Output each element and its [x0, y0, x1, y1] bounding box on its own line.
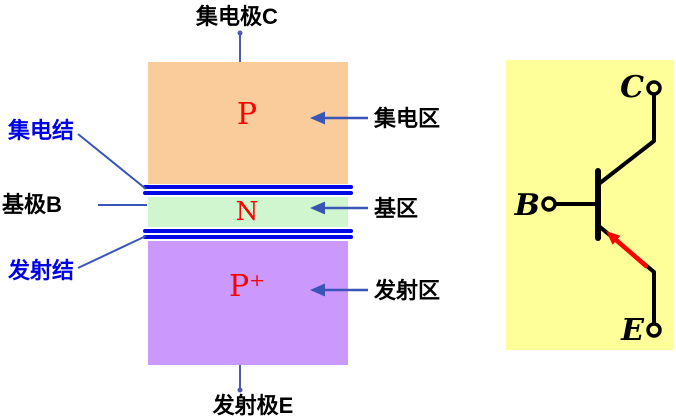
symbol-emitter-label: E — [620, 313, 645, 348]
collector-junction-label: 集电结 — [7, 118, 74, 143]
emitter-junction-leader-line — [77, 235, 147, 269]
collector-terminal-label: 集电极C — [195, 4, 278, 29]
base-region-label: 基区 — [374, 196, 418, 221]
symbol-emitter-arrow-line — [612, 236, 649, 269]
collector-doping-label: P — [237, 97, 257, 132]
base-terminal-label: 基极B — [2, 192, 62, 217]
emitter-region-label: 发射区 — [373, 278, 440, 303]
emitter-region-block — [148, 241, 348, 365]
collector-junction-leader-line — [77, 133, 147, 190]
emitter-terminal-label: 发射极E — [212, 393, 294, 418]
collector-region-block — [148, 62, 348, 184]
base-doping-label: N — [236, 197, 259, 227]
base-region-arrowhead — [310, 201, 325, 215]
symbol-base-label: B — [514, 188, 540, 223]
symbol-emitter-terminal-circle — [646, 322, 662, 338]
symbol-collector-lead — [598, 95, 656, 185]
base-region-block — [148, 197, 348, 227]
emitter-region-arrowhead — [310, 283, 325, 297]
collector-region-label: 集电区 — [373, 106, 440, 131]
symbol-base-terminal-circle — [541, 196, 557, 212]
symbol-collector-terminal-circle — [646, 80, 662, 96]
emitter-doping-label: P⁺ — [229, 269, 265, 304]
emitter-junction-label: 发射结 — [7, 258, 74, 283]
collector-region-arrowhead — [310, 111, 325, 125]
emitter-lead-dot — [237, 387, 243, 393]
symbol-collector-label: C — [620, 70, 644, 105]
symbol-emitter-arrowhead — [606, 231, 621, 245]
